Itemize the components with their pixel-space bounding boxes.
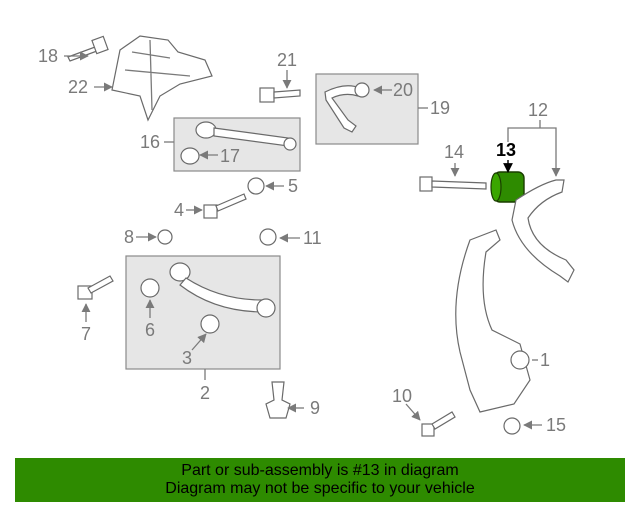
- callout-5: 5: [288, 176, 298, 196]
- callout-22: 22: [68, 77, 88, 97]
- footer-line-1: Part or sub-assembly is #13 in diagram: [181, 462, 459, 479]
- nut-part-5[interactable]: [247, 177, 265, 195]
- box-2: [125, 255, 281, 370]
- callout-16: 16: [140, 132, 160, 152]
- nut-part-11[interactable]: [259, 228, 277, 246]
- callout-18: 18: [38, 46, 58, 66]
- callout-14: 14: [444, 142, 464, 162]
- callout-13: 13: [496, 140, 516, 160]
- bolt-part-18[interactable]: [67, 35, 109, 62]
- callout-11: 11: [303, 228, 322, 248]
- callout-6: 6: [145, 320, 155, 340]
- callout-15: 15: [546, 415, 566, 435]
- parts-diagram: 18 22 21 20 19 16 17 5 4 8 11 7 6 3 2 9 …: [38, 35, 575, 437]
- callout-9: 9: [310, 398, 320, 418]
- callout-8: 8: [124, 227, 134, 247]
- callout-19: 19: [430, 98, 450, 118]
- callout-7: 7: [81, 324, 91, 344]
- callout-21: 21: [277, 50, 297, 70]
- upper-link-part-19[interactable]: [324, 82, 370, 133]
- callout-4: 4: [174, 200, 184, 220]
- bracket-part-22[interactable]: [111, 35, 213, 122]
- bolt-part-14[interactable]: [419, 176, 487, 192]
- callout-17: 17: [220, 146, 240, 166]
- bolt-part-21[interactable]: [259, 87, 301, 103]
- knuckle-part-1[interactable]: [455, 229, 531, 413]
- nut-part-8[interactable]: [157, 229, 173, 245]
- callout-1: 1: [540, 350, 550, 370]
- callout-12: 12: [528, 100, 548, 120]
- bolt-part-10[interactable]: [421, 411, 456, 437]
- callout-3: 3: [182, 348, 192, 368]
- control-arm-part-12[interactable]: [511, 179, 575, 283]
- highlight-footer-banner: Part or sub-assembly is #13 in diagram D…: [15, 458, 625, 502]
- callout-10: 10: [392, 386, 412, 406]
- bolt-part-4[interactable]: [203, 193, 247, 219]
- nut-part-15[interactable]: [503, 417, 521, 435]
- bolt-part-7[interactable]: [77, 275, 114, 300]
- upper-link-part-16[interactable]: [180, 121, 297, 165]
- bushing-part-13[interactable]: [490, 171, 525, 203]
- ball-joint-part-9[interactable]: [265, 381, 291, 419]
- callout-2: 2: [200, 383, 210, 403]
- callout-20: 20: [393, 80, 413, 100]
- lower-link-part-2[interactable]: [140, 262, 276, 334]
- footer-line-2: Diagram may not be specific to your vehi…: [165, 480, 475, 497]
